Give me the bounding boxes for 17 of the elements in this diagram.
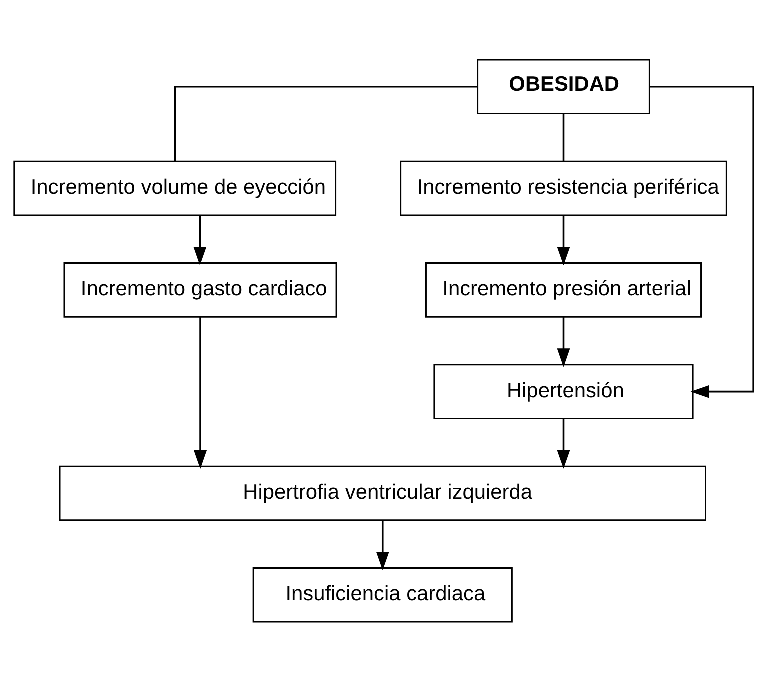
node-box: Incremento resistencia periférica [400, 160, 728, 216]
arrow [650, 85, 754, 398]
node-box: Hipertensión [434, 364, 694, 419]
node-box: Incremento gasto cardiaco [64, 262, 338, 318]
arrow [557, 215, 570, 266]
node-box: Incremento volume de eyección [14, 160, 337, 216]
node-box: Hipertrofia ventricular izquierda [59, 465, 706, 521]
arrow [557, 418, 570, 468]
node-box: Insuficiencia cardiaca [252, 566, 513, 622]
connector [562, 114, 565, 161]
arrow [557, 316, 570, 367]
arrow [194, 215, 207, 266]
node-box: Incremento presión arterial [425, 262, 702, 318]
arrow [194, 316, 207, 469]
node-box: OBESIDAD [477, 58, 650, 114]
connector [174, 85, 478, 161]
arrow [376, 520, 390, 570]
